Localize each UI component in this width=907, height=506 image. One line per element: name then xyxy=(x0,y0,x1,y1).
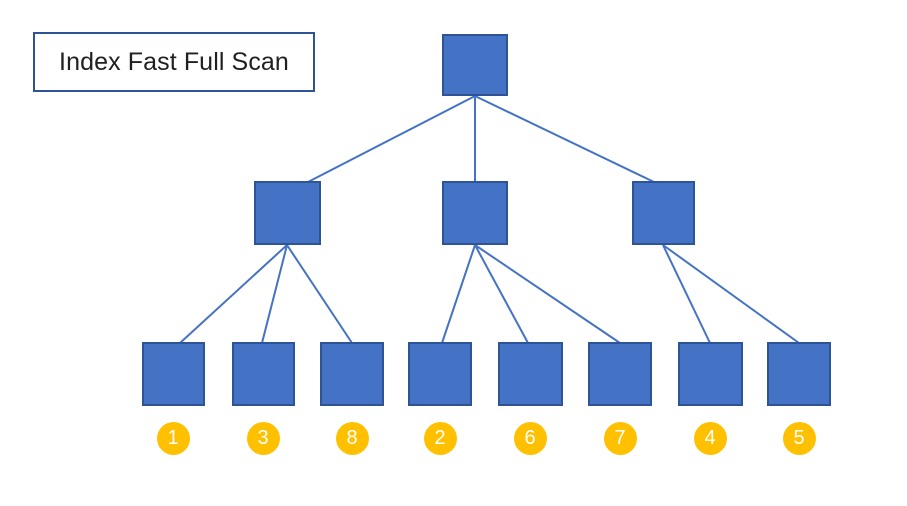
leaf-badge-4: 4 xyxy=(693,421,727,455)
leaf-badge-1: 1 xyxy=(156,421,190,455)
leaf-badge-7: 7 xyxy=(603,421,637,455)
leaf-node-l6[interactable] xyxy=(588,342,652,406)
leaf-node-l3[interactable] xyxy=(320,342,384,406)
branch-node-b1[interactable] xyxy=(254,181,321,245)
branch-node-b2[interactable] xyxy=(442,181,508,245)
leaf-badge-6: 6 xyxy=(513,421,547,455)
edge-b3-l7 xyxy=(662,244,711,344)
root-node-root[interactable] xyxy=(442,34,508,96)
leaf-node-l2[interactable] xyxy=(232,342,295,406)
edge-root-b1 xyxy=(307,95,476,183)
leaf-badge-2: 2 xyxy=(423,421,457,455)
leaf-node-l7[interactable] xyxy=(678,342,743,406)
leaf-node-l4[interactable] xyxy=(408,342,472,406)
leaf-node-l5[interactable] xyxy=(498,342,563,406)
edge-b1-l3 xyxy=(286,244,353,344)
leaf-badge-5: 5 xyxy=(782,421,816,455)
edge-b3-l8 xyxy=(662,244,800,344)
legend-label: Index Fast Full Scan xyxy=(59,47,289,76)
leaf-node-l1[interactable] xyxy=(142,342,205,406)
leaf-badge-3: 3 xyxy=(246,421,280,455)
legend-box: Index Fast Full Scan xyxy=(33,32,315,92)
leaf-node-l8[interactable] xyxy=(767,342,831,406)
leaf-badge-8: 8 xyxy=(335,421,369,455)
edge-b1-l1 xyxy=(179,244,288,344)
branch-node-b3[interactable] xyxy=(632,181,695,245)
edge-b2-l6 xyxy=(474,244,621,344)
edge-root-b3 xyxy=(474,95,655,183)
edge-b2-l4 xyxy=(441,244,476,344)
edge-b1-l2 xyxy=(261,244,288,344)
edge-b2-l5 xyxy=(474,244,529,344)
